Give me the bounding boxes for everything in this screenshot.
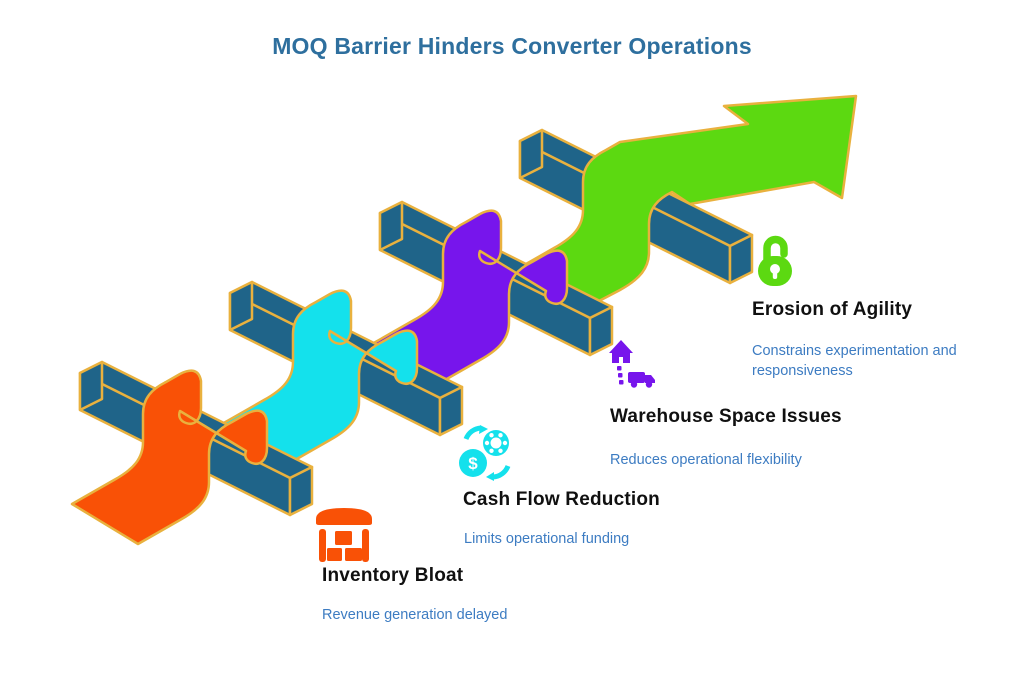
padlock-icon: [758, 235, 792, 286]
stage-desc-cash-flow: Limits operational funding: [464, 531, 630, 547]
warehouse-storage-icon: [316, 508, 372, 562]
stage-desc-inventory-bloat: Revenue generation delayed: [322, 607, 508, 623]
page-title: MOQ Barrier Hinders Converter Operations: [272, 33, 752, 59]
stage-label-inventory-bloat: Inventory Bloat: [322, 565, 464, 586]
dollar-glyph: $: [468, 454, 478, 473]
stage-desc-warehouse-space: Reduces operational flexibility: [610, 452, 802, 468]
stage-label-cash-flow: Cash Flow Reduction: [463, 489, 660, 510]
stage-desc-erosion-agility: Constrains experimentation and responsiv…: [752, 343, 957, 379]
ribbon-segment-erosion-arrow: [510, 94, 858, 314]
stage-label-erosion-agility: Erosion of Agility: [752, 299, 913, 320]
iso-scene: [70, 94, 858, 546]
stage-label-warehouse-space: Warehouse Space Issues: [610, 406, 842, 427]
warehouse-truck-icon: [609, 340, 655, 388]
cash-flow-cycle-icon: $: [459, 425, 511, 481]
